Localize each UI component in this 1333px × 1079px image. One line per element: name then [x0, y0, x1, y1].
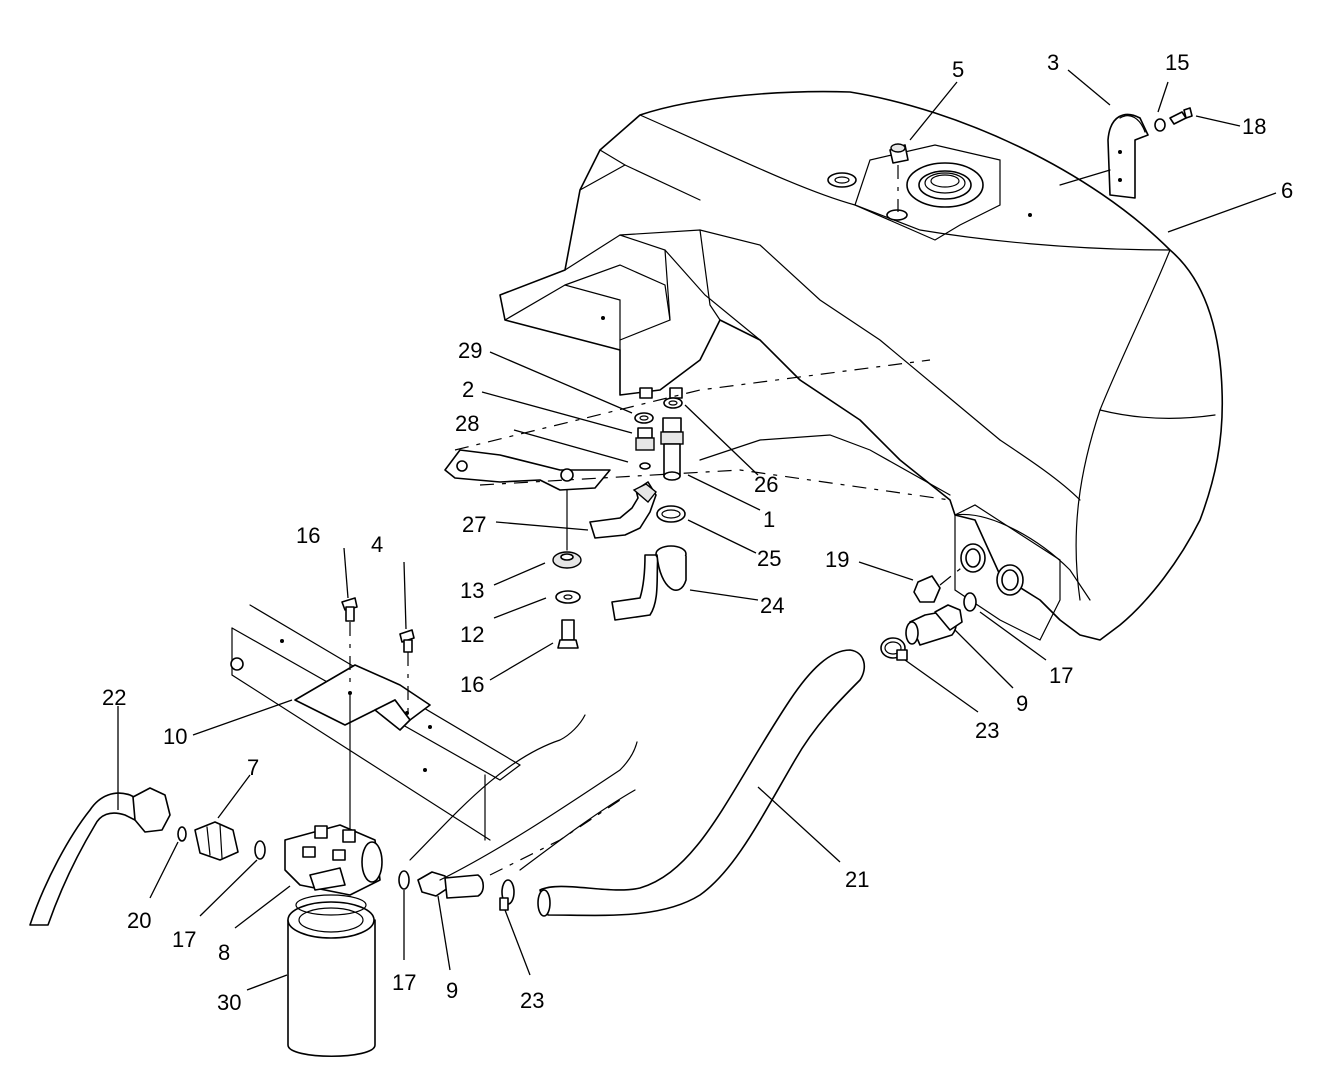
part-28-o-ring: [639, 462, 651, 470]
callout-27: 27: [462, 512, 486, 537]
part-9-barb-upper: [905, 604, 963, 646]
part-22-hose: [29, 792, 141, 926]
part-22-nut: [132, 787, 171, 833]
part-5-vent: [889, 143, 909, 164]
callout-23-upper: 23: [975, 718, 999, 743]
callout-labels: 5 3 15 18 6 29 2 28 26 1 27 25 13 24 12 …: [102, 50, 1293, 1015]
callout-7: 7: [247, 755, 259, 780]
callout-28: 28: [455, 411, 479, 436]
callout-17-left: 17: [172, 927, 196, 952]
part-16-bolt-lower: [341, 597, 358, 622]
part-8-filter-head: [284, 824, 383, 896]
part-23-clamp-lower: [499, 879, 515, 911]
part-25-clamp: [656, 505, 686, 523]
callout-16: 16: [460, 672, 484, 697]
part-15-washer: [1154, 118, 1166, 132]
callout-10: 10: [163, 724, 187, 749]
part-10-bracket: [294, 664, 431, 731]
callout-19: 19: [825, 547, 849, 572]
part-7-adapter: [194, 821, 239, 861]
part-19-plug: [913, 575, 941, 603]
part-27-fuel-line: [589, 481, 657, 539]
part-1-hose-barb: [660, 417, 684, 481]
callout-6: 6: [1281, 178, 1293, 203]
part-24-hose: [611, 545, 687, 621]
part-2-fitting: [635, 427, 655, 451]
callout-9-lower: 9: [446, 978, 458, 1003]
tank-mount-plate: [444, 449, 611, 491]
callout-1: 1: [763, 507, 775, 532]
part-4-bolt: [399, 629, 415, 653]
callout-9-upper: 9: [1016, 691, 1028, 716]
callout-12: 12: [460, 622, 484, 647]
part-13-washer: [552, 551, 582, 569]
part-3-bracket: [1107, 113, 1149, 199]
callout-21: 21: [845, 867, 869, 892]
callout-8: 8: [218, 940, 230, 965]
part-20-o-ring: [177, 826, 187, 842]
callout-22: 22: [102, 685, 126, 710]
callout-5: 5: [952, 57, 964, 82]
part-17-o-ring-right: [398, 870, 410, 890]
callout-16-upper: 16: [296, 523, 320, 548]
part-9-barb-lower: [417, 871, 485, 899]
callout-18: 18: [1242, 114, 1266, 139]
callout-17-tank: 17: [1049, 663, 1073, 688]
part-12-washer: [555, 590, 581, 604]
callout-3: 3: [1047, 50, 1059, 75]
part-17-o-ring-left: [254, 840, 266, 860]
part-16-bolt-upper: [557, 619, 579, 649]
callout-2: 2: [462, 377, 474, 402]
part-29-washer: [634, 412, 654, 424]
callout-30: 30: [217, 990, 241, 1015]
callout-26: 26: [754, 472, 778, 497]
callout-15: 15: [1165, 50, 1189, 75]
callout-4: 4: [371, 532, 383, 557]
fuel-tank: [499, 90, 1224, 641]
callout-25: 25: [757, 546, 781, 571]
leader-lines: [117, 69, 1277, 991]
callout-29: 29: [458, 338, 482, 363]
callout-17-right: 17: [392, 970, 416, 995]
callout-20: 20: [127, 908, 151, 933]
part-17-o-ring-tank: [963, 592, 977, 612]
part-23-clamp-upper: [880, 637, 908, 661]
part-30-filter: [287, 894, 376, 1057]
part-21-hose: [537, 649, 866, 917]
callout-24: 24: [760, 593, 784, 618]
part-18-screw: [1169, 107, 1193, 125]
callout-13: 13: [460, 578, 484, 603]
part-26-washer: [663, 397, 683, 409]
callout-23-lower: 23: [520, 988, 544, 1013]
